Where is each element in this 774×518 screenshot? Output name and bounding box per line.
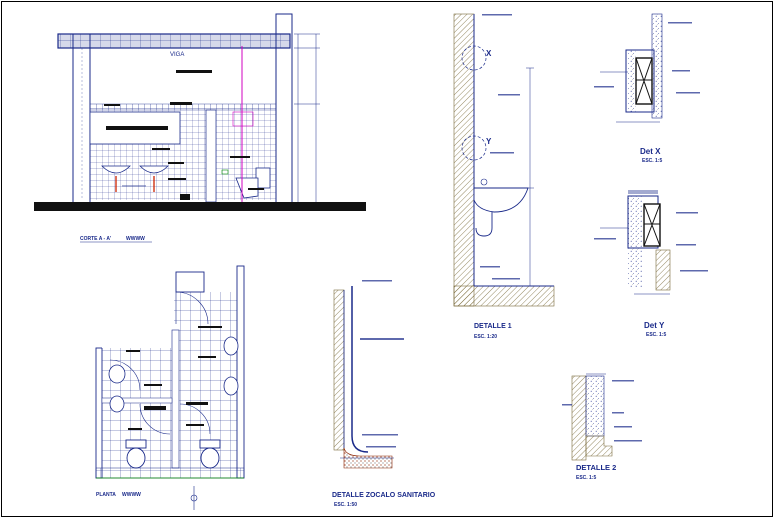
- detail-1-scale: ESC. 1:20: [474, 334, 497, 340]
- dimension-lines: [294, 33, 320, 205]
- detail-1-sink: [473, 187, 529, 213]
- sanitary-cove: [351, 435, 369, 453]
- detail-2-finish: [585, 375, 605, 437]
- detail-y-scale: ESC. 1:5: [646, 332, 667, 338]
- baseboard-title: DETALLE ZOCALO SANITARIO: [332, 492, 436, 499]
- beam-label: VIGA: [170, 52, 184, 58]
- plan-toilets: [125, 439, 221, 469]
- baseboard-scale: ESC. 1:50: [334, 502, 357, 508]
- detail-2-scale: ESC. 1:5: [576, 475, 597, 481]
- detail-y-title: Det Y: [644, 321, 665, 330]
- detail-2-title: DETALLE 2: [576, 463, 616, 472]
- detail-2: DETALLE 2 ESC. 1:5: [562, 373, 642, 481]
- callout-x-label: X: [486, 49, 492, 58]
- floor-plan: PLANTA WWWW: [95, 265, 245, 510]
- detail-2-step: [585, 435, 613, 457]
- floor-slab: [34, 202, 366, 211]
- plan-door-swings: [109, 291, 211, 435]
- detail-1-title: DETALLE 1: [474, 323, 512, 330]
- sink-right: [139, 165, 169, 174]
- partition: [205, 109, 217, 203]
- plan-wall-right: [236, 265, 245, 479]
- plan-sinks: [108, 336, 239, 413]
- detail-x-frame: [625, 49, 655, 113]
- plan-title-suffix: WWWW: [122, 492, 141, 498]
- callout-y-circle: [461, 135, 487, 161]
- plan-title: PLANTA: [96, 492, 116, 498]
- baseboard-detail: DETALLE ZOCALO SANITARIO ESC. 1:50: [332, 280, 436, 508]
- section-a-title: CORTE A - A': [80, 236, 111, 242]
- detail-y-base: [655, 249, 671, 291]
- detail-y: Det Y ESC. 1:5: [594, 190, 708, 338]
- detail-x-title: Det X: [640, 147, 661, 156]
- sink-left: [101, 165, 131, 174]
- detail-x: Det X ESC. 1:5: [594, 13, 700, 164]
- callout-x-circle: [461, 45, 487, 71]
- detail-1-floor: [453, 285, 555, 307]
- detail-1-trap: [475, 212, 493, 237]
- plan-top-column: [175, 271, 205, 293]
- detail-y-top-bar: [628, 190, 658, 194]
- plan-wall-left: [95, 347, 103, 479]
- detail-1: X Y DETALLE 1 ESC. 1:20: [453, 13, 555, 340]
- callout-y-label: Y: [486, 137, 492, 146]
- detail-1-wall: [453, 13, 475, 307]
- beam: [57, 33, 291, 49]
- left-column: [72, 33, 91, 205]
- baseboard-wall: [333, 289, 345, 451]
- plan-partition-horizontal: [101, 397, 173, 404]
- section-a-elevation: VIGA: [34, 13, 366, 243]
- section-a-title-suffix: WWWW: [126, 236, 145, 242]
- detail-2-wall: [571, 375, 587, 461]
- detail-x-scale: ESC. 1:5: [642, 158, 663, 164]
- plan-partition-vertical: [171, 329, 180, 469]
